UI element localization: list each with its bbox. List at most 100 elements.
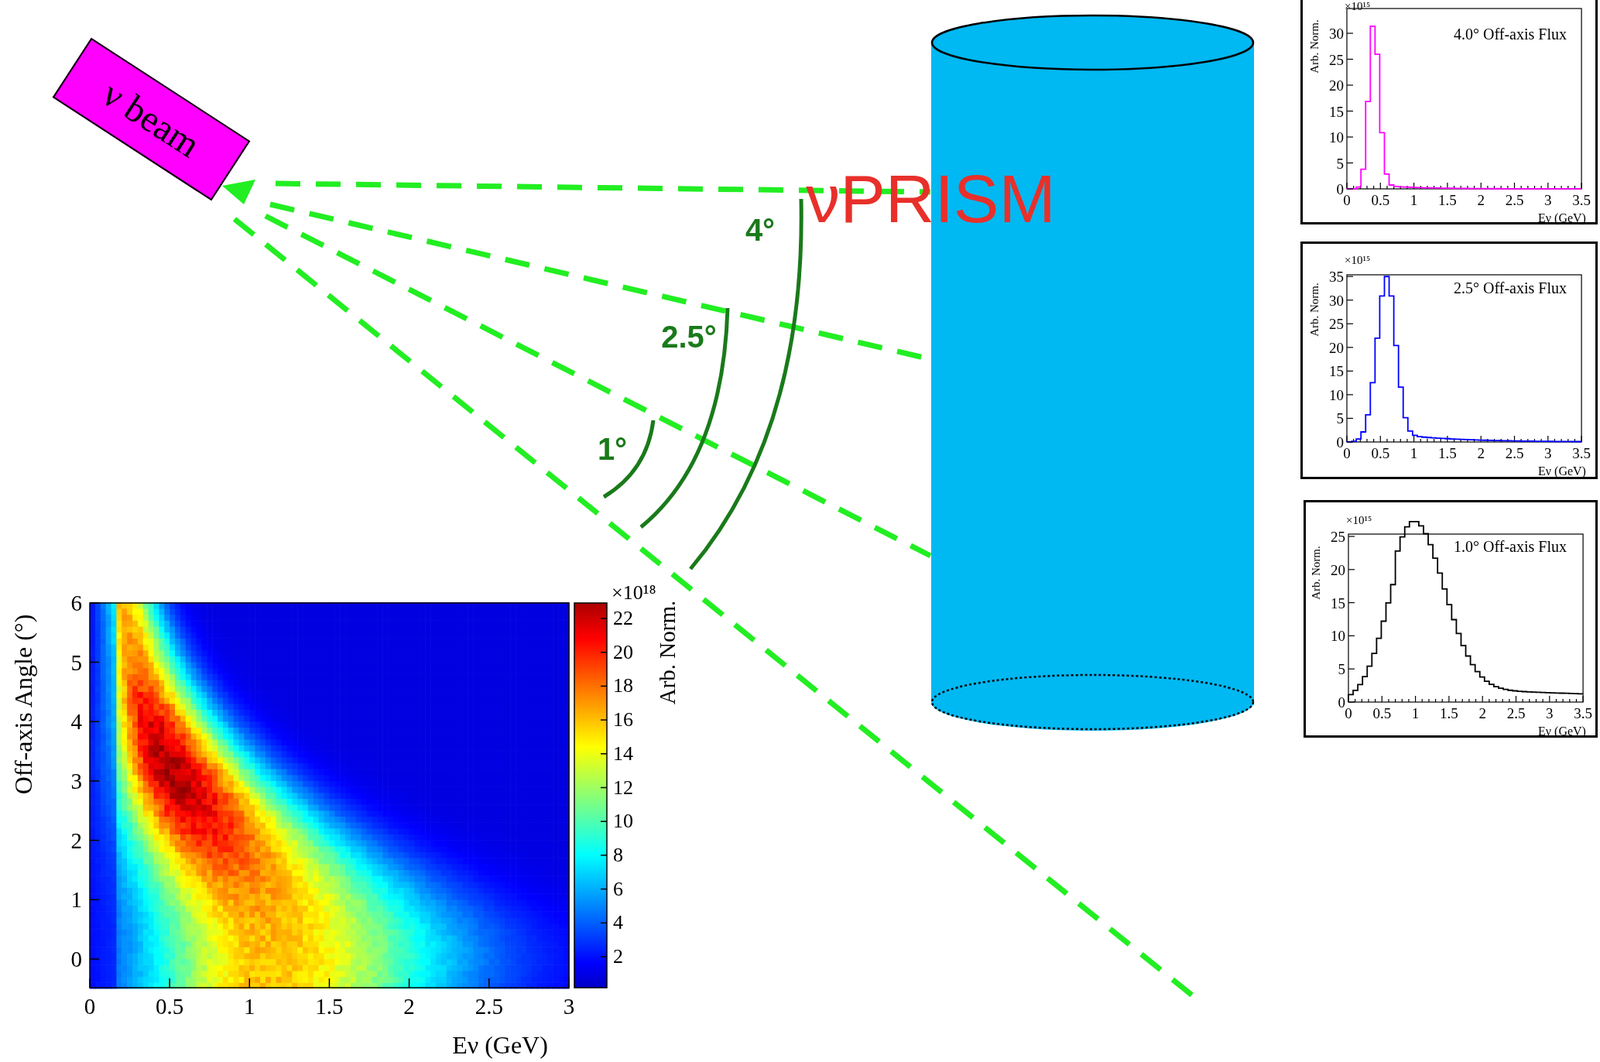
tick-label: 16 — [613, 709, 634, 730]
tick-label: 3 — [1544, 192, 1553, 208]
tick-label: 15 — [1329, 363, 1344, 379]
tick-label: 3.5 — [1572, 192, 1591, 208]
tick-label: 1.5 — [1439, 705, 1459, 721]
tick-label: 0.5 — [1370, 192, 1390, 208]
node-title: 4.0° Off-axis Flux — [1453, 26, 1567, 42]
tick-label: 2 — [613, 946, 624, 967]
tick-label: 5 — [1336, 155, 1345, 171]
tick-label: 2 — [71, 829, 83, 852]
tick-label: 4 — [613, 912, 624, 933]
tick-label: 10 — [1329, 130, 1344, 145]
tick-label: 1.5 — [315, 995, 343, 1018]
tick-label: 3 — [563, 995, 576, 1018]
tick-label: 1 — [1410, 445, 1419, 461]
tick-label: 0.5 — [1370, 445, 1390, 461]
angle-arc — [640, 308, 728, 528]
tick-label: 0 — [1336, 181, 1345, 197]
angle-label: 4° — [745, 214, 775, 246]
tick-label: 1.5 — [1438, 192, 1457, 208]
axis-title: Arb. Norm. — [1310, 545, 1323, 600]
axis-title: Eν (GeV) — [452, 1032, 549, 1058]
tick-label: 0 — [71, 948, 83, 971]
angle-label: 2.5° — [661, 321, 717, 353]
tick-label: 2.5 — [1507, 705, 1526, 721]
tick-label: 1 — [243, 995, 256, 1018]
tick-label: 20 — [613, 642, 634, 663]
tick-label: 3.5 — [1573, 705, 1593, 721]
tick-label: 3 — [71, 769, 83, 792]
scale-exponent: ×10¹⁵ — [1344, 254, 1371, 267]
tick-label: 25 — [1329, 51, 1344, 67]
tick-label: 0 — [1343, 192, 1351, 208]
tick-label: 0 — [1338, 695, 1347, 710]
tick-label: 2.5 — [475, 995, 504, 1018]
flux-panel: 2.5° Off-axis Flux — [1300, 241, 1598, 480]
axis-title: Off-axis Angle (°) — [10, 614, 36, 795]
tick-label: 1 — [71, 888, 83, 912]
tick-label: 2.5 — [1505, 445, 1525, 461]
tick-label: 22 — [613, 608, 634, 629]
tick-label: 6 — [71, 591, 83, 614]
tick-label: 0 — [84, 995, 96, 1018]
axis-title: Arb. Norm. — [656, 600, 679, 706]
angle-arc — [690, 198, 802, 569]
tick-label: 10 — [1330, 628, 1346, 644]
tick-label: 12 — [613, 777, 634, 799]
tick-label: 4 — [71, 710, 83, 734]
tick-label: 3 — [1545, 705, 1554, 721]
ray — [265, 215, 931, 556]
tick-label: 0.5 — [155, 995, 184, 1018]
tick-label: 8 — [613, 845, 624, 866]
tick-label: 2 — [1476, 445, 1485, 461]
axis-title: Eν (GeV) — [1538, 465, 1587, 478]
tick-label: 5 — [1336, 411, 1345, 426]
tick-label: 25 — [1329, 316, 1344, 332]
tick-label: 20 — [1329, 339, 1344, 355]
tick-label: 0 — [1336, 435, 1345, 450]
cylinder-outline — [930, 13, 1255, 731]
tick-label: 10 — [613, 811, 634, 832]
tick-label: 5 — [1338, 661, 1347, 677]
scale-exponent: ×10¹⁵ — [1346, 514, 1372, 527]
angle-label: 1° — [597, 433, 627, 465]
tick-label: 3.5 — [1572, 445, 1591, 461]
flux-panel: 4.0° Off-axis Flux — [1300, 0, 1598, 225]
tick-label: 2 — [403, 995, 415, 1018]
node-title: 1.0° Off-axis Flux — [1453, 538, 1567, 555]
axis-title: Arb. Norm. — [1308, 282, 1321, 337]
tick-label: 14 — [613, 743, 634, 765]
tick-label: 2 — [1478, 705, 1487, 721]
tick-label: 2.5 — [1505, 192, 1525, 208]
tick-label: 0 — [1343, 445, 1351, 461]
tick-label: 30 — [1329, 292, 1344, 308]
beam-arrowhead — [222, 179, 256, 205]
tick-label: 15 — [1329, 103, 1344, 119]
node-title: νPRISM — [805, 164, 1056, 233]
tick-label: 5 — [71, 650, 83, 674]
flux-panel: 1.0° Off-axis Flux — [1303, 500, 1598, 738]
tick-label: 1.5 — [1438, 445, 1457, 461]
tick-label: 1 — [1411, 705, 1420, 721]
tick-label: 20 — [1330, 561, 1346, 577]
axis-title: Eν (GeV) — [1538, 212, 1587, 225]
tick-label: 6 — [613, 879, 624, 900]
tick-label: 18 — [613, 675, 634, 696]
scale-exponent: ×10¹⁸ — [611, 582, 657, 603]
angle-arcs — [603, 198, 802, 569]
tick-label: 25 — [1330, 529, 1346, 545]
axis-title: Eν (GeV) — [1538, 725, 1587, 738]
tick-label: 0.5 — [1372, 705, 1392, 721]
tick-label: 0 — [1344, 705, 1353, 721]
tick-label: 2 — [1476, 192, 1485, 208]
tick-label: 35 — [1329, 269, 1344, 285]
axis-title: Arb. Norm. — [1308, 19, 1321, 74]
scale-exponent: ×10¹⁵ — [1344, 0, 1371, 13]
tick-label: 15 — [1330, 595, 1346, 610]
tick-label: 3 — [1544, 445, 1553, 461]
tick-label: 10 — [1329, 387, 1344, 402]
tick-label: 20 — [1329, 78, 1344, 93]
tick-label: 30 — [1329, 26, 1344, 42]
tick-label: 1 — [1410, 192, 1419, 208]
